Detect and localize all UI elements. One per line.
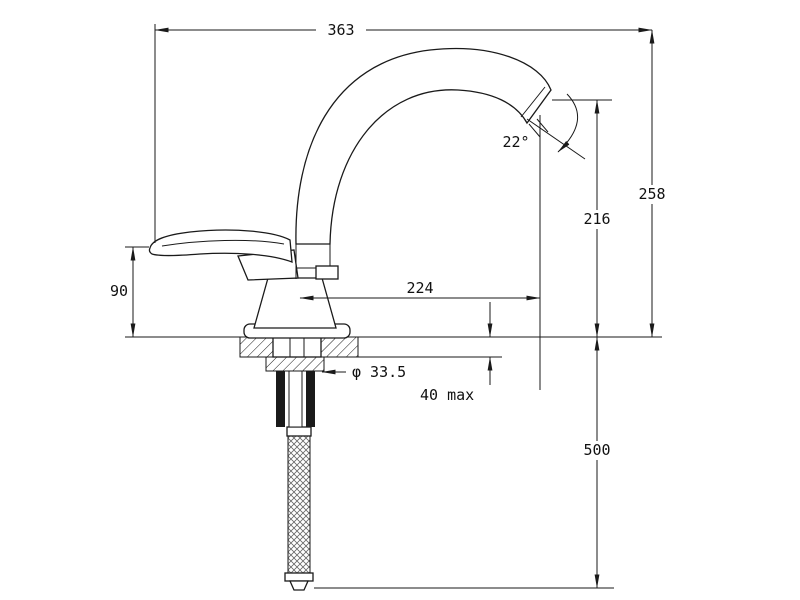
dim-handle-height [125, 246, 242, 338]
deck-left [239, 336, 274, 358]
label-mask [629, 185, 675, 204]
mounting-nut [265, 356, 325, 372]
dimension-labels: 363 258 216 22° 90 224 φ 33.5 40 max 500 [110, 21, 675, 460]
faucet-body [253, 277, 337, 329]
label-deck-thickness: 40 max [420, 386, 474, 404]
threaded-shank [276, 370, 315, 428]
label-outlet-height: 216 [583, 210, 610, 228]
dim-deck-thickness [358, 302, 502, 385]
faucet-assembly [148, 47, 552, 591]
label-mask [574, 210, 620, 229]
stud-left [276, 371, 285, 427]
dim-hose-length [314, 336, 614, 589]
stud-right [306, 371, 315, 427]
label-hole-diameter: φ 33.5 [352, 363, 406, 381]
dim-top-width [154, 24, 653, 243]
deck-right [320, 336, 359, 358]
handle-lever [148, 229, 293, 263]
dim-outlet-angle [526, 93, 586, 160]
label-spout-reach: 224 [406, 279, 433, 297]
hose-end-nut [284, 572, 314, 582]
outlet-stream-line [536, 118, 549, 133]
dimension-annotations [125, 24, 662, 589]
shank-tube [288, 370, 303, 428]
hose-top-fitting [286, 426, 312, 437]
label-outlet-angle: 22° [502, 133, 529, 151]
label-hose-length: 500 [583, 441, 610, 459]
angle-reference-line [526, 118, 586, 160]
label-mask [316, 21, 366, 39]
label-handle-height: 90 [110, 282, 128, 300]
outlet-face-line [520, 86, 546, 118]
spout-column [295, 244, 339, 280]
spout-outlet [520, 86, 549, 138]
countertop-cross-section [239, 336, 359, 358]
handle-detail-line [161, 239, 285, 247]
label-mask [574, 441, 620, 460]
label-top-width: 363 [327, 21, 354, 39]
column-step [315, 265, 339, 280]
label-overall-height: 258 [638, 185, 665, 203]
hose-end-tip [288, 580, 310, 591]
supply-hose [284, 426, 314, 591]
spout [295, 47, 552, 245]
angle-arc-arrow [557, 93, 579, 153]
hose-braid [287, 435, 311, 574]
outlet-stream-line [528, 123, 541, 138]
deck-hole [272, 336, 322, 358]
dim-spout-reach [299, 115, 541, 390]
